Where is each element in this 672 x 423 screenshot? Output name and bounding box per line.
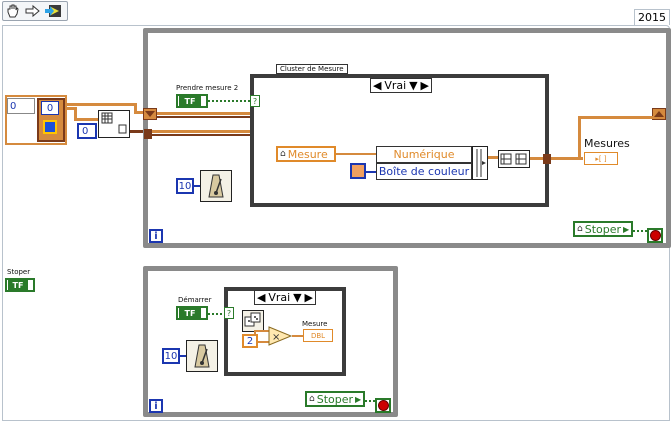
case2-selector-value: Vrai xyxy=(268,291,291,304)
wire-demarrer-dashed xyxy=(208,313,226,315)
wire-array-out xyxy=(67,107,77,110)
wire-to-build xyxy=(74,118,98,121)
arrow-right-icon: ▶ xyxy=(355,394,362,404)
wire-wait-2 xyxy=(180,355,186,357)
wire-random xyxy=(254,332,256,336)
array-index-value: 0 xyxy=(10,100,17,112)
house-icon: ⌂ xyxy=(309,394,315,404)
pan-hand-icon[interactable] xyxy=(5,3,21,19)
loop1-wire-stop-dashed xyxy=(633,230,647,232)
loop2-wait-node[interactable] xyxy=(186,340,218,372)
mesure-indicator: DBL xyxy=(303,329,333,342)
year-text: 2015 xyxy=(638,11,666,24)
wire-mesure-to-bundle xyxy=(336,153,376,155)
case2-next-icon[interactable]: ▶ xyxy=(304,291,313,304)
build-array-node-2[interactable] xyxy=(498,150,530,168)
loop1-iteration-terminal: i xyxy=(149,229,163,243)
outer-stoper-tf: TF xyxy=(8,280,28,290)
bundle-by-name-node[interactable] xyxy=(472,146,488,180)
build-array-node[interactable] xyxy=(98,110,130,138)
wire-mult-to-mesure xyxy=(292,335,306,337)
wire-to-shift xyxy=(134,111,148,114)
wire-color-to-bundle xyxy=(366,171,376,173)
case1-selector[interactable]: ◀ Vrai ▼ ▶ xyxy=(370,78,432,93)
outer-stoper-label: Stoper xyxy=(7,268,31,276)
case1-prev-icon[interactable]: ◀ xyxy=(373,79,382,92)
loop2-wait-constant[interactable]: 10 xyxy=(162,348,180,364)
mesures-label: Mesures xyxy=(584,137,630,150)
wire-mesures-up xyxy=(578,116,581,160)
loop1-shift-register-left[interactable] xyxy=(143,108,157,120)
cluster-label: Cluster de Mesure xyxy=(276,64,348,74)
svg-text:×: × xyxy=(272,332,280,343)
prendre-mesure-tf: TF xyxy=(179,96,201,106)
demarrer-control[interactable]: TF xyxy=(176,306,208,320)
wire-build-out xyxy=(130,130,148,133)
house-icon: ⌂ xyxy=(280,149,286,159)
demarrer-tf: TF xyxy=(179,308,201,318)
loop1-stop-terminal[interactable] xyxy=(647,228,663,243)
case2-chevron-down-icon[interactable]: ▼ xyxy=(293,291,302,304)
wire-to-mesures xyxy=(551,157,583,160)
array-element-color xyxy=(43,120,57,134)
loop2-stoper-local[interactable]: ⌂ Stoper ▶ xyxy=(305,391,365,407)
outer-stoper-control[interactable]: TF xyxy=(5,278,35,292)
stop-icon xyxy=(649,230,661,241)
stop-icon xyxy=(377,400,389,411)
cluster-array-icon: ▸[ ] xyxy=(595,154,607,163)
mult-constant[interactable]: 2 xyxy=(242,334,258,348)
loop1-wait-node[interactable] xyxy=(200,170,232,202)
wire-array-top xyxy=(67,103,137,106)
loop1-shift-register-right[interactable] xyxy=(652,108,666,120)
loop2-iteration-terminal: i xyxy=(149,399,163,413)
house-icon: ⌂ xyxy=(577,224,583,234)
array-element-value: 0 xyxy=(41,101,59,115)
case1-selector-value: Vrai xyxy=(384,79,407,92)
wire-bundle-to-build xyxy=(488,156,498,159)
mesures-indicator: ▸[ ] xyxy=(584,152,618,165)
loop1-tunnel-left xyxy=(144,129,152,139)
step-arrow-icon[interactable] xyxy=(25,4,41,18)
array-index-display[interactable]: 0 xyxy=(7,98,35,114)
case2-selector[interactable]: ◀ Vrai ▼ ▶ xyxy=(254,290,316,305)
wire-build-to-tunnel xyxy=(530,157,550,160)
wire-to-right-shift xyxy=(578,116,654,119)
case2-boolean-terminal: ? xyxy=(224,307,234,319)
prendre-mesure-label: Prendre mesure 2 xyxy=(176,84,239,92)
demarrer-label: Démarrer xyxy=(178,296,212,304)
wire-wait-1 xyxy=(194,185,200,187)
bundle-numerique[interactable]: Numérique xyxy=(376,146,472,163)
loop2-stop-terminal[interactable] xyxy=(375,398,391,413)
multiply-node[interactable]: × xyxy=(268,326,293,346)
case1-chevron-down-icon[interactable]: ▼ xyxy=(409,79,418,92)
wire-array-top-right xyxy=(134,103,137,113)
year-tab: 2015 xyxy=(634,9,670,25)
const-zero[interactable]: 0 xyxy=(77,123,97,139)
case1-boolean-terminal: ? xyxy=(250,95,260,107)
case1-next-icon[interactable]: ▶ xyxy=(420,79,429,92)
wire-random-to-mult xyxy=(254,330,270,332)
loop1-wait-constant[interactable]: 10 xyxy=(176,178,194,194)
highlight-execution-icon[interactable] xyxy=(45,3,63,19)
case-structure-1[interactable] xyxy=(250,74,549,207)
loop2-wire-stop-dashed xyxy=(365,400,375,402)
bundle-boite[interactable]: Boîte de couleur xyxy=(376,163,472,180)
wire-boolean-dashed xyxy=(208,100,254,102)
loop1-stoper-local[interactable]: ⌂ Stoper ▶ xyxy=(573,221,633,237)
color-box-constant[interactable] xyxy=(350,163,366,179)
case2-prev-icon[interactable]: ◀ xyxy=(257,291,266,304)
random-number-node[interactable] xyxy=(242,310,264,332)
mesure-local-variable[interactable]: ⌂ Mesure xyxy=(276,146,336,162)
arrow-right-icon: ▶ xyxy=(623,224,630,234)
prendre-mesure-control[interactable]: TF xyxy=(176,94,208,108)
wire-array-down xyxy=(74,107,77,121)
case1-out-tunnel xyxy=(543,154,551,164)
mesure-indicator-label: Mesure xyxy=(302,320,328,328)
wire-const-to-mult xyxy=(258,341,270,343)
